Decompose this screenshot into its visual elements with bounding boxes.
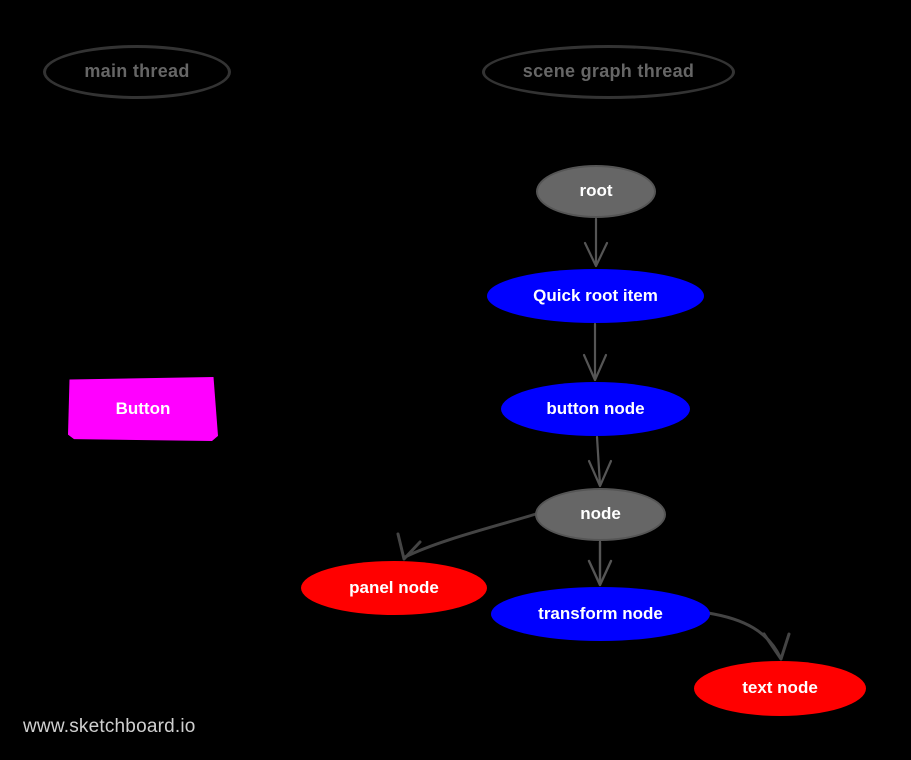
node-transform-node[interactable]: transform node: [491, 587, 710, 641]
lane-scene-graph-thread[interactable]: scene graph thread: [482, 45, 735, 99]
node-node-label: node: [580, 504, 621, 524]
edge-root-to-quick-root-item: [583, 217, 609, 268]
node-panel-node[interactable]: panel node: [301, 561, 487, 615]
node-text-node[interactable]: text node: [694, 661, 866, 716]
edge-node-to-transform-node: [587, 540, 613, 587]
node-panel-node-label: panel node: [349, 577, 439, 597]
node-quick-root-item-label: Quick root item: [533, 285, 658, 305]
node-node[interactable]: node: [535, 488, 666, 541]
node-button-label: Button: [115, 398, 171, 418]
node-quick-root-item[interactable]: Quick root item: [487, 269, 704, 323]
node-root[interactable]: root: [536, 165, 656, 218]
watermark: www.sketchboard.io: [23, 716, 196, 737]
lane-main-thread-label: main thread: [84, 61, 190, 82]
edge-quick-root-item-to-button-node: [582, 322, 608, 382]
node-root-label: root: [579, 181, 613, 201]
node-transform-node-label: transform node: [538, 603, 663, 623]
edge-button-node-to-node: [587, 435, 613, 488]
node-button-node[interactable]: button node: [501, 382, 690, 436]
node-button-node-label: button node: [546, 398, 645, 418]
node-text-node-label: text node: [742, 678, 818, 698]
edge-node-to-panel-node: [396, 512, 538, 561]
node-button[interactable]: Button: [68, 377, 218, 441]
lane-main-thread[interactable]: main thread: [43, 45, 231, 99]
edge-transform-node-to-text-node: [706, 611, 791, 661]
lane-scene-graph-thread-label: scene graph thread: [522, 61, 695, 82]
